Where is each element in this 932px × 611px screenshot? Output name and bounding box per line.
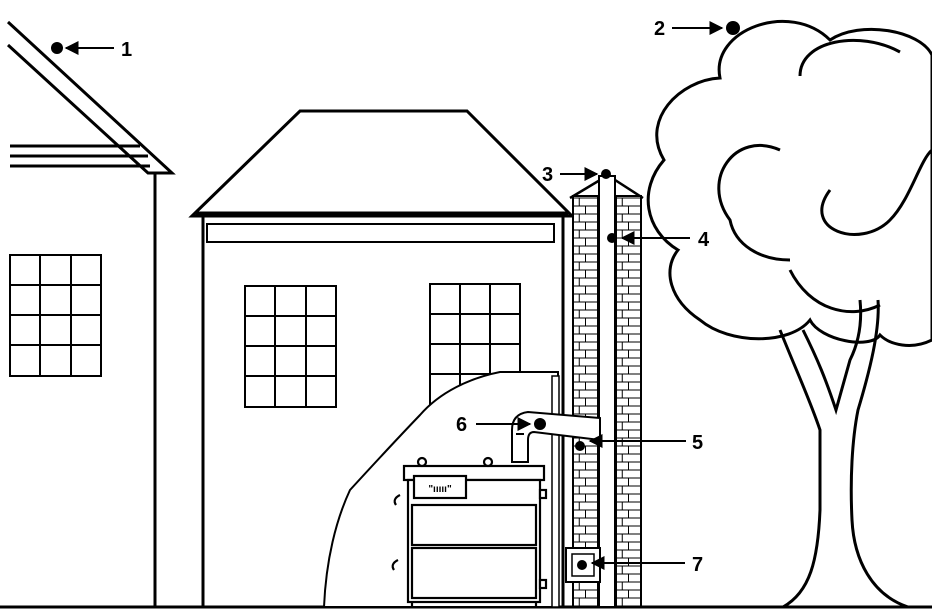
tree-canopy (646, 20, 932, 347)
callout-5-label: 5 (692, 432, 703, 454)
middle-house-roof (188, 109, 576, 218)
callout-2-label: 2 (654, 18, 665, 40)
callouts: 1 2 3 4 5 6 7 (51, 18, 740, 576)
tree-canopy-inner-3 (820, 148, 932, 236)
boiler-panel (412, 474, 468, 500)
callout-7-point (577, 560, 587, 570)
callout-4-point (607, 233, 617, 243)
left-house-window (9, 254, 102, 377)
boiler-handle-lower (391, 559, 399, 571)
callout-6-label: 6 (456, 414, 467, 436)
callout-3-point (601, 169, 611, 179)
middle-house (188, 109, 576, 607)
boiler: "ııııı" (391, 456, 548, 607)
inner-wall-strip (551, 375, 560, 608)
chimney (565, 175, 644, 608)
boiler-handle-upper (393, 494, 401, 506)
callout-4-label: 4 (698, 229, 710, 251)
boiler-door-lower (410, 546, 538, 600)
boiler-label: "ııııı" (428, 484, 452, 495)
tree-canopy-inner-4 (788, 269, 881, 314)
tree-canopy-inner-1 (798, 38, 901, 77)
tree-canopy-inner-2 (717, 143, 791, 262)
callout-7-label: 7 (692, 554, 703, 576)
left-house-roof (6, 20, 176, 175)
callout-5-point (575, 441, 585, 451)
tree-trunk (778, 299, 909, 609)
callout-1-label: 1 (121, 39, 132, 61)
middle-house-gutter (206, 223, 555, 243)
boiler-door-upper (410, 503, 538, 547)
left-house (6, 20, 176, 607)
callout-2-point (726, 21, 740, 35)
boiler-knob-2 (482, 456, 494, 468)
middle-house-window-left (244, 285, 337, 408)
callout-3-label: 3 (542, 164, 553, 186)
callout-6-point (534, 418, 546, 430)
chimney-brick-rows-right (616, 197, 641, 607)
boiler-knob-1 (416, 456, 428, 468)
callout-1-point (51, 42, 63, 54)
tree (646, 20, 932, 609)
